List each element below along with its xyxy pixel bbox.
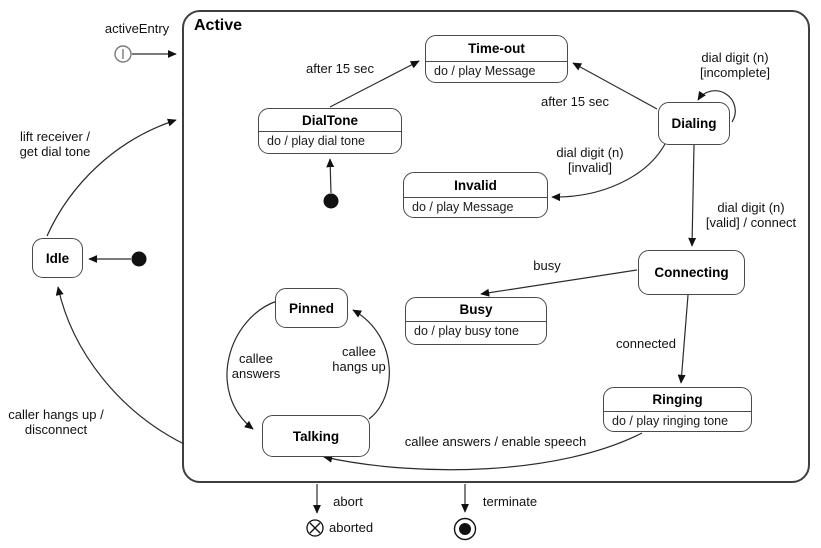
label-after-15-sec-dialtone: after 15 sec (306, 61, 374, 76)
state-connecting: Connecting (638, 250, 745, 295)
transition-dialing-to-timeout (572, 62, 658, 110)
transition-talking-to-pinned (352, 309, 390, 420)
final-state-icon-terminate (453, 517, 477, 541)
state-talking: Talking (262, 415, 370, 457)
state-idle: Idle (32, 238, 83, 278)
label-dial-digit-valid: dial digit (n) [valid] / connect (698, 200, 804, 231)
label-dial-digit-incomplete-line2: [incomplete] (699, 64, 771, 80)
transition-dialing-self-loop (697, 90, 736, 123)
label-terminate: terminate (482, 494, 538, 509)
label-callee-hangs-up: callee hangs up (323, 344, 395, 375)
transition-connecting-to-busy (480, 269, 638, 297)
initial-state-icon-idle (131, 251, 147, 267)
transition-initial-to-dialtone (326, 158, 335, 194)
transition-dialing-to-connecting (688, 144, 697, 247)
state-busy-title: Busy (406, 298, 546, 322)
state-idle-title: Idle (45, 250, 70, 266)
label-callee-answers: callee answers (224, 351, 288, 382)
transition-dialtone-to-timeout (329, 60, 420, 108)
transition-pinned-to-talking (226, 300, 278, 430)
label-dial-digit-invalid-line2: [invalid] (567, 159, 613, 175)
label-callee-hangs-up-line1: callee (342, 344, 376, 359)
state-invalid: Invalid do / play Message (403, 172, 548, 218)
exit-point-icon-aborted (306, 519, 324, 537)
transition-idle-to-active-lift-receiver (46, 118, 177, 237)
label-caller-hangs-up: caller hangs up / disconnect (0, 407, 112, 438)
transition-active-to-idle-caller-hangs-up (55, 286, 185, 445)
transition-dialing-to-invalid (551, 143, 666, 202)
composite-state-active: Active (182, 10, 810, 483)
label-callee-answers-line2: answers (231, 365, 281, 381)
state-timeout-title: Time-out (426, 36, 567, 62)
state-ringing: Ringing do / play ringing tone (603, 387, 752, 432)
label-after-15-sec-dialing: after 15 sec (541, 94, 609, 109)
entry-point-icon (114, 45, 132, 63)
state-talking-title: Talking (292, 428, 340, 444)
state-ringing-action: do / play ringing tone (612, 414, 729, 428)
composite-state-title: Active (194, 17, 243, 34)
label-dial-digit-valid-line2: [valid] / connect (705, 214, 797, 230)
label-lift-receiver-line1: lift receiver / (19, 129, 91, 144)
state-ringing-title: Ringing (604, 388, 751, 412)
state-dialing: Dialing (658, 102, 730, 145)
label-connected: connected (616, 336, 676, 351)
state-pinned: Pinned (275, 288, 348, 328)
state-timeout: Time-out do / play Message (425, 35, 568, 83)
state-busy-action: do / play busy tone (414, 324, 519, 338)
state-connecting-title: Connecting (654, 265, 729, 280)
state-pinned-title: Pinned (288, 300, 334, 316)
label-caller-hangs-up-line1: caller hangs up / (8, 407, 104, 422)
label-active-entry: activeEntry (104, 21, 170, 36)
state-timeout-action: do / play Message (434, 64, 536, 78)
label-dial-digit-invalid-line1: dial digit (n) (556, 145, 624, 160)
state-dialtone-title: DialTone (259, 109, 401, 132)
label-lift-receiver-line2: get dial tone (19, 143, 91, 159)
state-dialtone: DialTone do / play dial tone (258, 108, 402, 154)
label-caller-hangs-up-line2: disconnect (24, 421, 88, 437)
label-dial-digit-incomplete-line1: dial digit (n) (701, 50, 769, 65)
label-dial-digit-valid-line1: dial digit (n) (717, 200, 785, 215)
label-lift-receiver: lift receiver / get dial tone (6, 129, 104, 160)
state-dialing-title: Dialing (671, 116, 717, 131)
label-callee-hangs-up-line2: hangs up (332, 358, 386, 374)
label-dial-digit-incomplete: dial digit (n) [incomplete] (683, 50, 787, 81)
state-invalid-title: Invalid (404, 173, 547, 198)
label-busy: busy (533, 258, 561, 273)
initial-state-icon-dialtone (323, 193, 339, 209)
transition-connecting-to-ringing (677, 294, 689, 384)
state-dialtone-action: do / play dial tone (267, 134, 365, 148)
label-aborted: aborted (329, 520, 374, 535)
label-callee-answers-line1: callee (239, 351, 273, 366)
label-dial-digit-invalid: dial digit (n) [invalid] (543, 145, 637, 176)
transition-ringing-to-talking (323, 432, 643, 471)
state-busy: Busy do / play busy tone (405, 297, 547, 345)
state-invalid-action: do / play Message (412, 200, 514, 214)
label-abort: abort (333, 494, 363, 509)
label-callee-answers-enable-speech: callee answers / enable speech (404, 434, 587, 449)
